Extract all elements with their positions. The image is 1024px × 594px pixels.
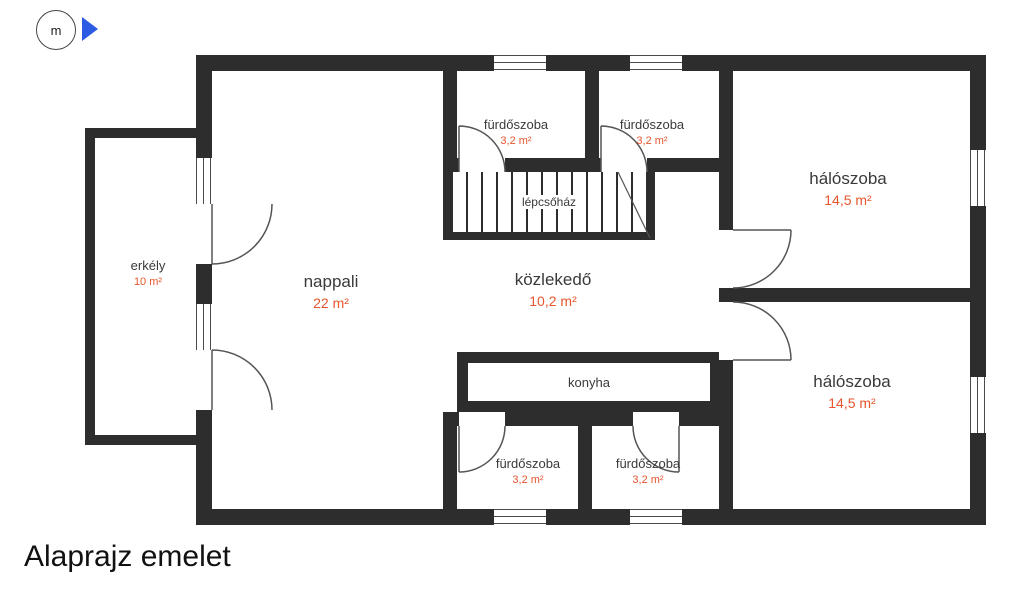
door-arc-bedroom-bottom bbox=[732, 301, 792, 361]
door-gap-balcony-upper bbox=[196, 204, 212, 264]
room-name: közlekedő bbox=[514, 270, 592, 289]
room-name: fürdőszoba bbox=[615, 456, 681, 471]
room-area: 3,2 m² bbox=[500, 135, 532, 147]
wall-balcony-bottom bbox=[85, 435, 210, 445]
window-right-upper bbox=[970, 150, 986, 206]
kitchen-label: konyha bbox=[562, 374, 616, 390]
room-label-balcony: erkély 10 m² bbox=[131, 258, 166, 288]
room-name: nappali bbox=[303, 272, 359, 291]
door-arc-bath-top-right bbox=[600, 125, 648, 173]
door-arc-bath-top-left bbox=[458, 125, 506, 173]
room-label-hallway: közlekedő 10,2 m² bbox=[515, 270, 592, 309]
compass-icon: m bbox=[36, 10, 76, 50]
window-bottom-right bbox=[630, 509, 682, 525]
room-label-bath-bottom-left: fürdőszoba 3,2 m² bbox=[496, 456, 560, 486]
room-area: 10 m² bbox=[133, 276, 163, 288]
room-name: fürdőszoba bbox=[495, 456, 561, 471]
door-gap-bath-bottom-left bbox=[459, 412, 505, 426]
window-balcony-lower bbox=[196, 304, 212, 350]
wall-living-bath bbox=[443, 55, 457, 172]
wall-between-bottom-baths bbox=[578, 412, 592, 509]
door-gap-bedroom-bottom bbox=[719, 302, 733, 360]
wall-between-top-baths bbox=[585, 55, 599, 172]
room-area: 22 m² bbox=[313, 295, 349, 311]
room-label-bedroom-bottom: hálószoba 14,5 m² bbox=[813, 372, 891, 411]
window-balcony-upper bbox=[196, 158, 212, 204]
door-gap-bedroom-top bbox=[719, 230, 733, 288]
room-label-bath-bottom-right: fürdőszoba 3,2 m² bbox=[616, 456, 680, 486]
room-label-bath-top-right: fürdőszoba 3,2 m² bbox=[620, 117, 684, 147]
room-area: 3,2 m² bbox=[636, 135, 668, 147]
stairs-treads: lépcsőház bbox=[451, 172, 647, 232]
room-name: fürdőszoba bbox=[619, 117, 685, 132]
wall-balcony-left bbox=[85, 128, 95, 445]
room-name: hálószoba bbox=[813, 372, 891, 391]
door-arc-bath-bottom-left bbox=[458, 425, 506, 473]
room-name: hálószoba bbox=[809, 169, 887, 188]
room-label-living: nappali 22 m² bbox=[304, 272, 359, 311]
north-arrow-icon bbox=[82, 17, 98, 41]
window-top-right bbox=[630, 55, 682, 71]
room-name: fürdőszoba bbox=[483, 117, 549, 132]
room-area: 10,2 m² bbox=[529, 293, 577, 309]
window-top-left bbox=[494, 55, 546, 71]
page-title: Alaprajz emelet bbox=[24, 540, 231, 573]
door-arc-balcony-upper bbox=[211, 203, 273, 265]
wall-bottom-bath-left bbox=[443, 412, 457, 509]
stairwell-label: lépcsőház bbox=[515, 195, 583, 209]
door-arc-bath-bottom-right bbox=[632, 425, 680, 473]
window-right-lower bbox=[970, 377, 986, 433]
door-arc-balcony-lower bbox=[211, 349, 273, 411]
door-arc-bedroom-top bbox=[732, 229, 792, 289]
door-gap-bath-top-left bbox=[459, 158, 505, 172]
room-label-bedroom-top: hálószoba 14,5 m² bbox=[809, 169, 887, 208]
room-area: 3,2 m² bbox=[512, 474, 544, 486]
wall-between-bedrooms bbox=[719, 288, 986, 302]
room-area: 3,2 m² bbox=[632, 474, 664, 486]
kitchen-interior: konyha bbox=[468, 363, 710, 401]
room-area: 14,5 m² bbox=[824, 192, 872, 208]
door-gap-bath-bottom-right bbox=[633, 412, 679, 426]
door-gap-balcony-lower bbox=[196, 350, 212, 410]
room-name: erkély bbox=[130, 258, 166, 273]
room-label-bath-top-left: fürdőszoba 3,2 m² bbox=[484, 117, 548, 147]
window-bottom-left bbox=[494, 509, 546, 525]
compass-label: m bbox=[50, 22, 62, 38]
wall-outer-bottom bbox=[196, 509, 986, 525]
wall-balcony-top bbox=[85, 128, 210, 138]
door-gap-bath-top-right bbox=[601, 158, 647, 172]
room-area: 14,5 m² bbox=[828, 395, 876, 411]
stair-diagonal-line bbox=[617, 171, 651, 239]
